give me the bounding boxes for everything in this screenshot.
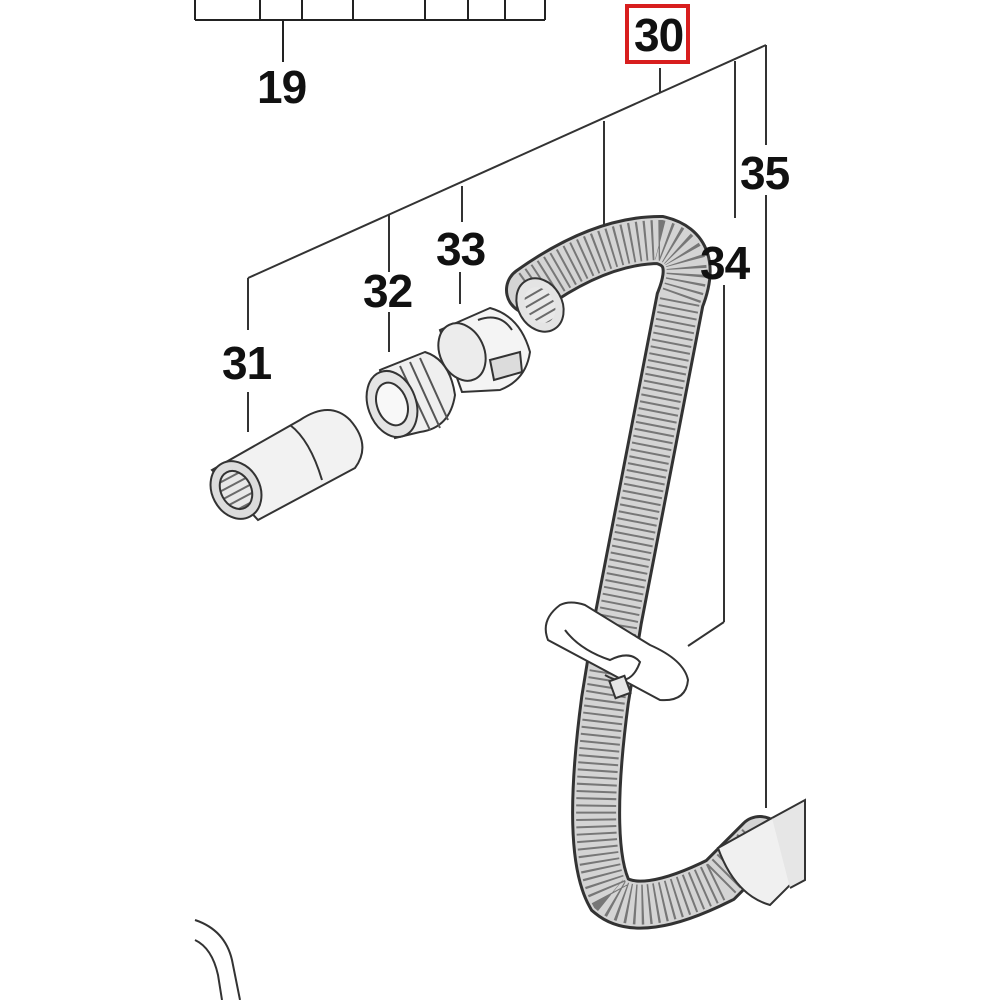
callout-30: 30 [634, 9, 684, 61]
callout-31: 31 [222, 337, 272, 389]
hose-end-nozzle-icon [209, 409, 364, 522]
callout-19: 19 [257, 61, 307, 113]
leader-lines-30 [247, 44, 767, 808]
callout-34: 34 [700, 237, 750, 289]
callout-33: 33 [436, 223, 486, 275]
partial-part-bottom-left [194, 919, 241, 1001]
threaded-ring-icon [365, 350, 457, 440]
hose-clip-icon [544, 601, 690, 702]
highlight-box-30 [625, 4, 690, 64]
callout-35: 35 [740, 147, 790, 199]
clamp-coupling-icon [437, 306, 532, 394]
callout-32: 32 [363, 265, 413, 317]
part-19-table [194, 0, 546, 21]
flexible-hose-icon [505, 214, 807, 930]
